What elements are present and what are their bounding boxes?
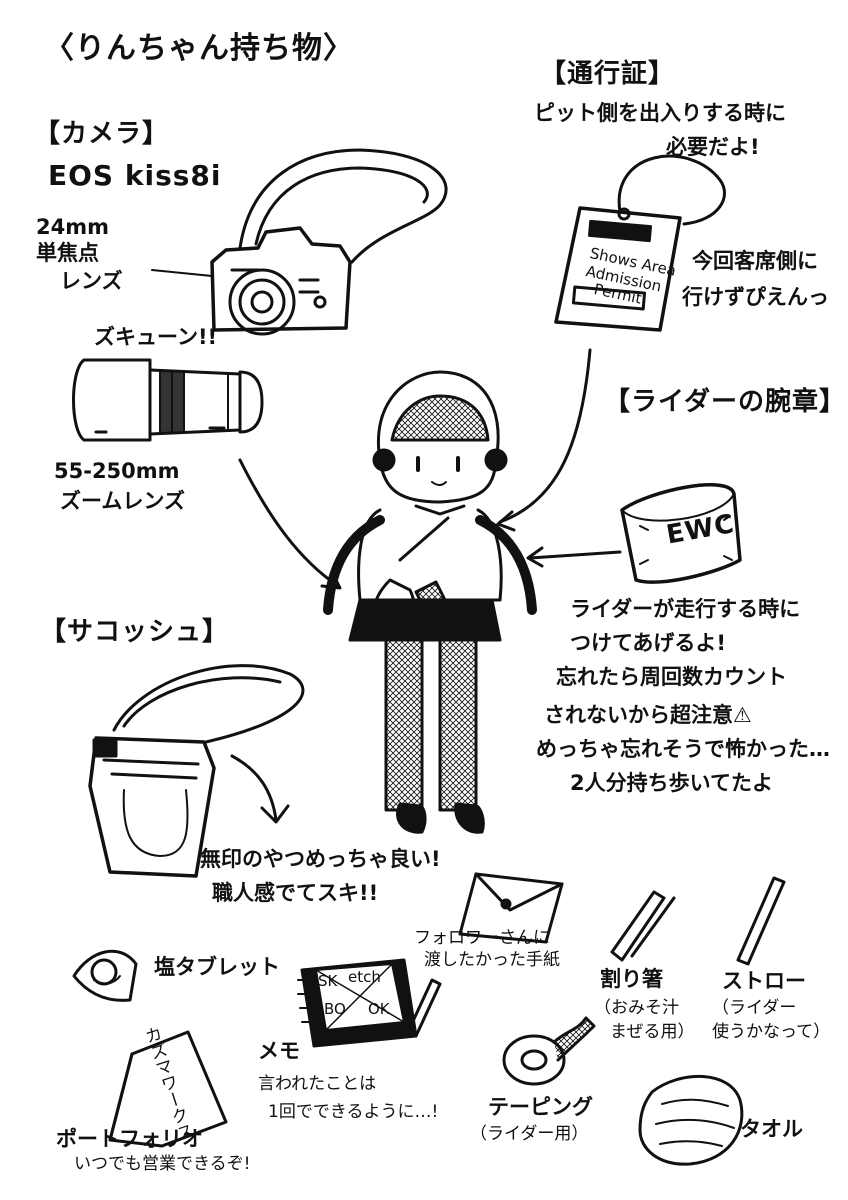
sacoche-note-line-1: 無印のやつめっちゃ良い! [200, 847, 441, 871]
zoom-sound-effect: ズキューン!! [94, 325, 218, 349]
portfolio-drawing [110, 1032, 226, 1146]
sacoche-arrow [232, 756, 276, 820]
armband-heading: 【ライダーの腕章】 [604, 387, 846, 417]
sacoche-arrow-head [262, 806, 288, 822]
straw-note-line-1: （ライダー [712, 998, 797, 1018]
sketchbook-cover-2: etch [348, 968, 381, 986]
lens-note-line-1: 24mm [36, 215, 109, 239]
armband-note-line-6: 2人分持ち歩いてたよ [570, 771, 773, 795]
camera-model: EOS kiss8i [48, 159, 222, 192]
memo-note-line-1: 言われたことは [258, 1074, 377, 1094]
armband-note-line-4: されないから超注意⚠ [544, 703, 752, 727]
sacoche-note-line-2: 職人感でてスキ!! [212, 881, 379, 905]
pass-note-line-2: 必要だよ! [666, 135, 760, 159]
straw-drawing [738, 878, 784, 964]
straw-caption: ストロー [722, 969, 806, 993]
camera-heading: 【カメラ】 [34, 119, 170, 149]
sketchbook-cover-1: SK [318, 972, 338, 990]
pass-remark-line-1: 今回客席側に [692, 249, 818, 273]
salt-tablet-caption: 塩タブレット [154, 955, 280, 979]
pass-note-line-1: ピット側を出入りする時に [534, 101, 786, 125]
girl-drawing [328, 372, 532, 832]
sketchbook-cover-3: BO [324, 1000, 346, 1018]
towel-caption: タオル [740, 1117, 803, 1141]
towel-drawing [640, 1076, 742, 1164]
armband-drawing [622, 485, 740, 582]
sketchbook-drawing [298, 960, 440, 1046]
zoom-lens-line-2: ズームレンズ [60, 489, 185, 513]
lens-note-line-2: 単焦点 [36, 241, 99, 265]
letter-caption-line-1: フォロワーさんに [414, 928, 550, 948]
zoom-lens-drawing [74, 360, 263, 440]
armband-note-line-1: ライダーが走行する時に [570, 597, 801, 621]
memo-note-line-2: 1回でできるように…! [268, 1102, 439, 1122]
letter-drawing [460, 874, 562, 942]
armband-arrow [530, 552, 620, 558]
zoom-lens-line-1: 55-250mm [54, 459, 180, 483]
pass-heading: 【通行証】 [540, 59, 676, 89]
armband-note-line-2: つけてあげるよ! [570, 631, 726, 655]
taping-caption: テーピング [488, 1095, 593, 1119]
salt-tablet-drawing [74, 951, 136, 1000]
chopsticks-caption: 割り箸 [600, 967, 663, 991]
taping-note: （ライダー用） [470, 1124, 589, 1144]
portfolio-note: いつでも営業できるぞ! [74, 1154, 251, 1174]
portfolio-caption: ポートフォリオ [56, 1127, 203, 1151]
sketchbook-cover-4: OK [368, 1000, 390, 1018]
sacoche-heading: 【サコッシュ】 [40, 617, 230, 647]
armband-arrow-head [528, 548, 542, 566]
pass-arrow-head [498, 512, 514, 530]
letter-caption-line-2: 渡したかった手紙 [424, 950, 560, 970]
lens-pointer [152, 270, 212, 276]
chopsticks-drawing [612, 892, 674, 960]
armband-note-line-3: 忘れたら周回数カウント [556, 665, 787, 689]
pass-arrow [500, 350, 590, 522]
taping-drawing [504, 1018, 594, 1084]
pass-remark-line-2: 行けずぴえんっ [682, 285, 829, 309]
chopsticks-note-line-1: （おみそ汁 [594, 998, 679, 1018]
chopsticks-note-line-2: まぜる用） [610, 1022, 695, 1042]
camera-drawing [212, 150, 446, 334]
lens-note-line-3: レンズ [60, 269, 123, 293]
armband-note-line-5: めっちゃ忘れそうで怖かった… [536, 737, 830, 761]
memo-caption: メモ [258, 1039, 300, 1063]
page-title: 〈りんちゃん持ち物〉 [44, 31, 354, 66]
straw-note-line-2: 使うかなって） [712, 1022, 831, 1042]
sacoche-drawing [90, 666, 303, 876]
pass-drawing [556, 156, 725, 330]
camera-arrow [240, 460, 338, 586]
